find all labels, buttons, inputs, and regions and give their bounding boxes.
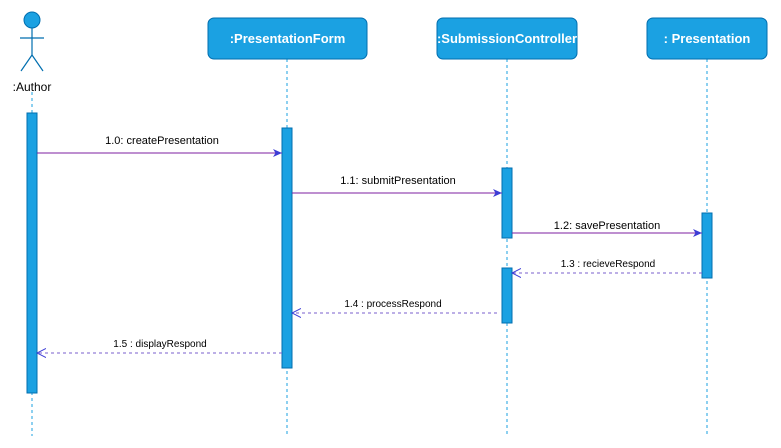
message-label: 1.1: submitPresentation [340, 175, 456, 187]
participant-label: : Presentation [664, 31, 751, 46]
actor-icon[interactable] [20, 11, 44, 72]
participant-label: :SubmissionController [437, 31, 577, 46]
participant-presentationform[interactable]: :PresentationForm [207, 17, 368, 60]
message-label: 1.2: savePresentation [554, 220, 660, 232]
activation-bar-presentation [701, 212, 713, 279]
message-label: 1.3 : recieveRespond [561, 259, 656, 270]
participant-submissioncontroller[interactable]: :SubmissionController [436, 17, 578, 60]
message-label: 1.5 : displayRespond [113, 339, 206, 350]
participant-presentation[interactable]: : Presentation [646, 17, 768, 60]
activation-bar-submissioncontroller-2 [501, 267, 513, 324]
activation-bar-presentationform [281, 127, 293, 369]
activation-bar-submissioncontroller-1 [501, 167, 513, 239]
message-label: 1.4 : processRespond [344, 299, 441, 310]
activation-bar-author [26, 112, 38, 394]
message-label: 1.0: createPresentation [105, 135, 219, 147]
actor-label: :Author [13, 80, 52, 94]
participant-label: :PresentationForm [230, 31, 346, 46]
